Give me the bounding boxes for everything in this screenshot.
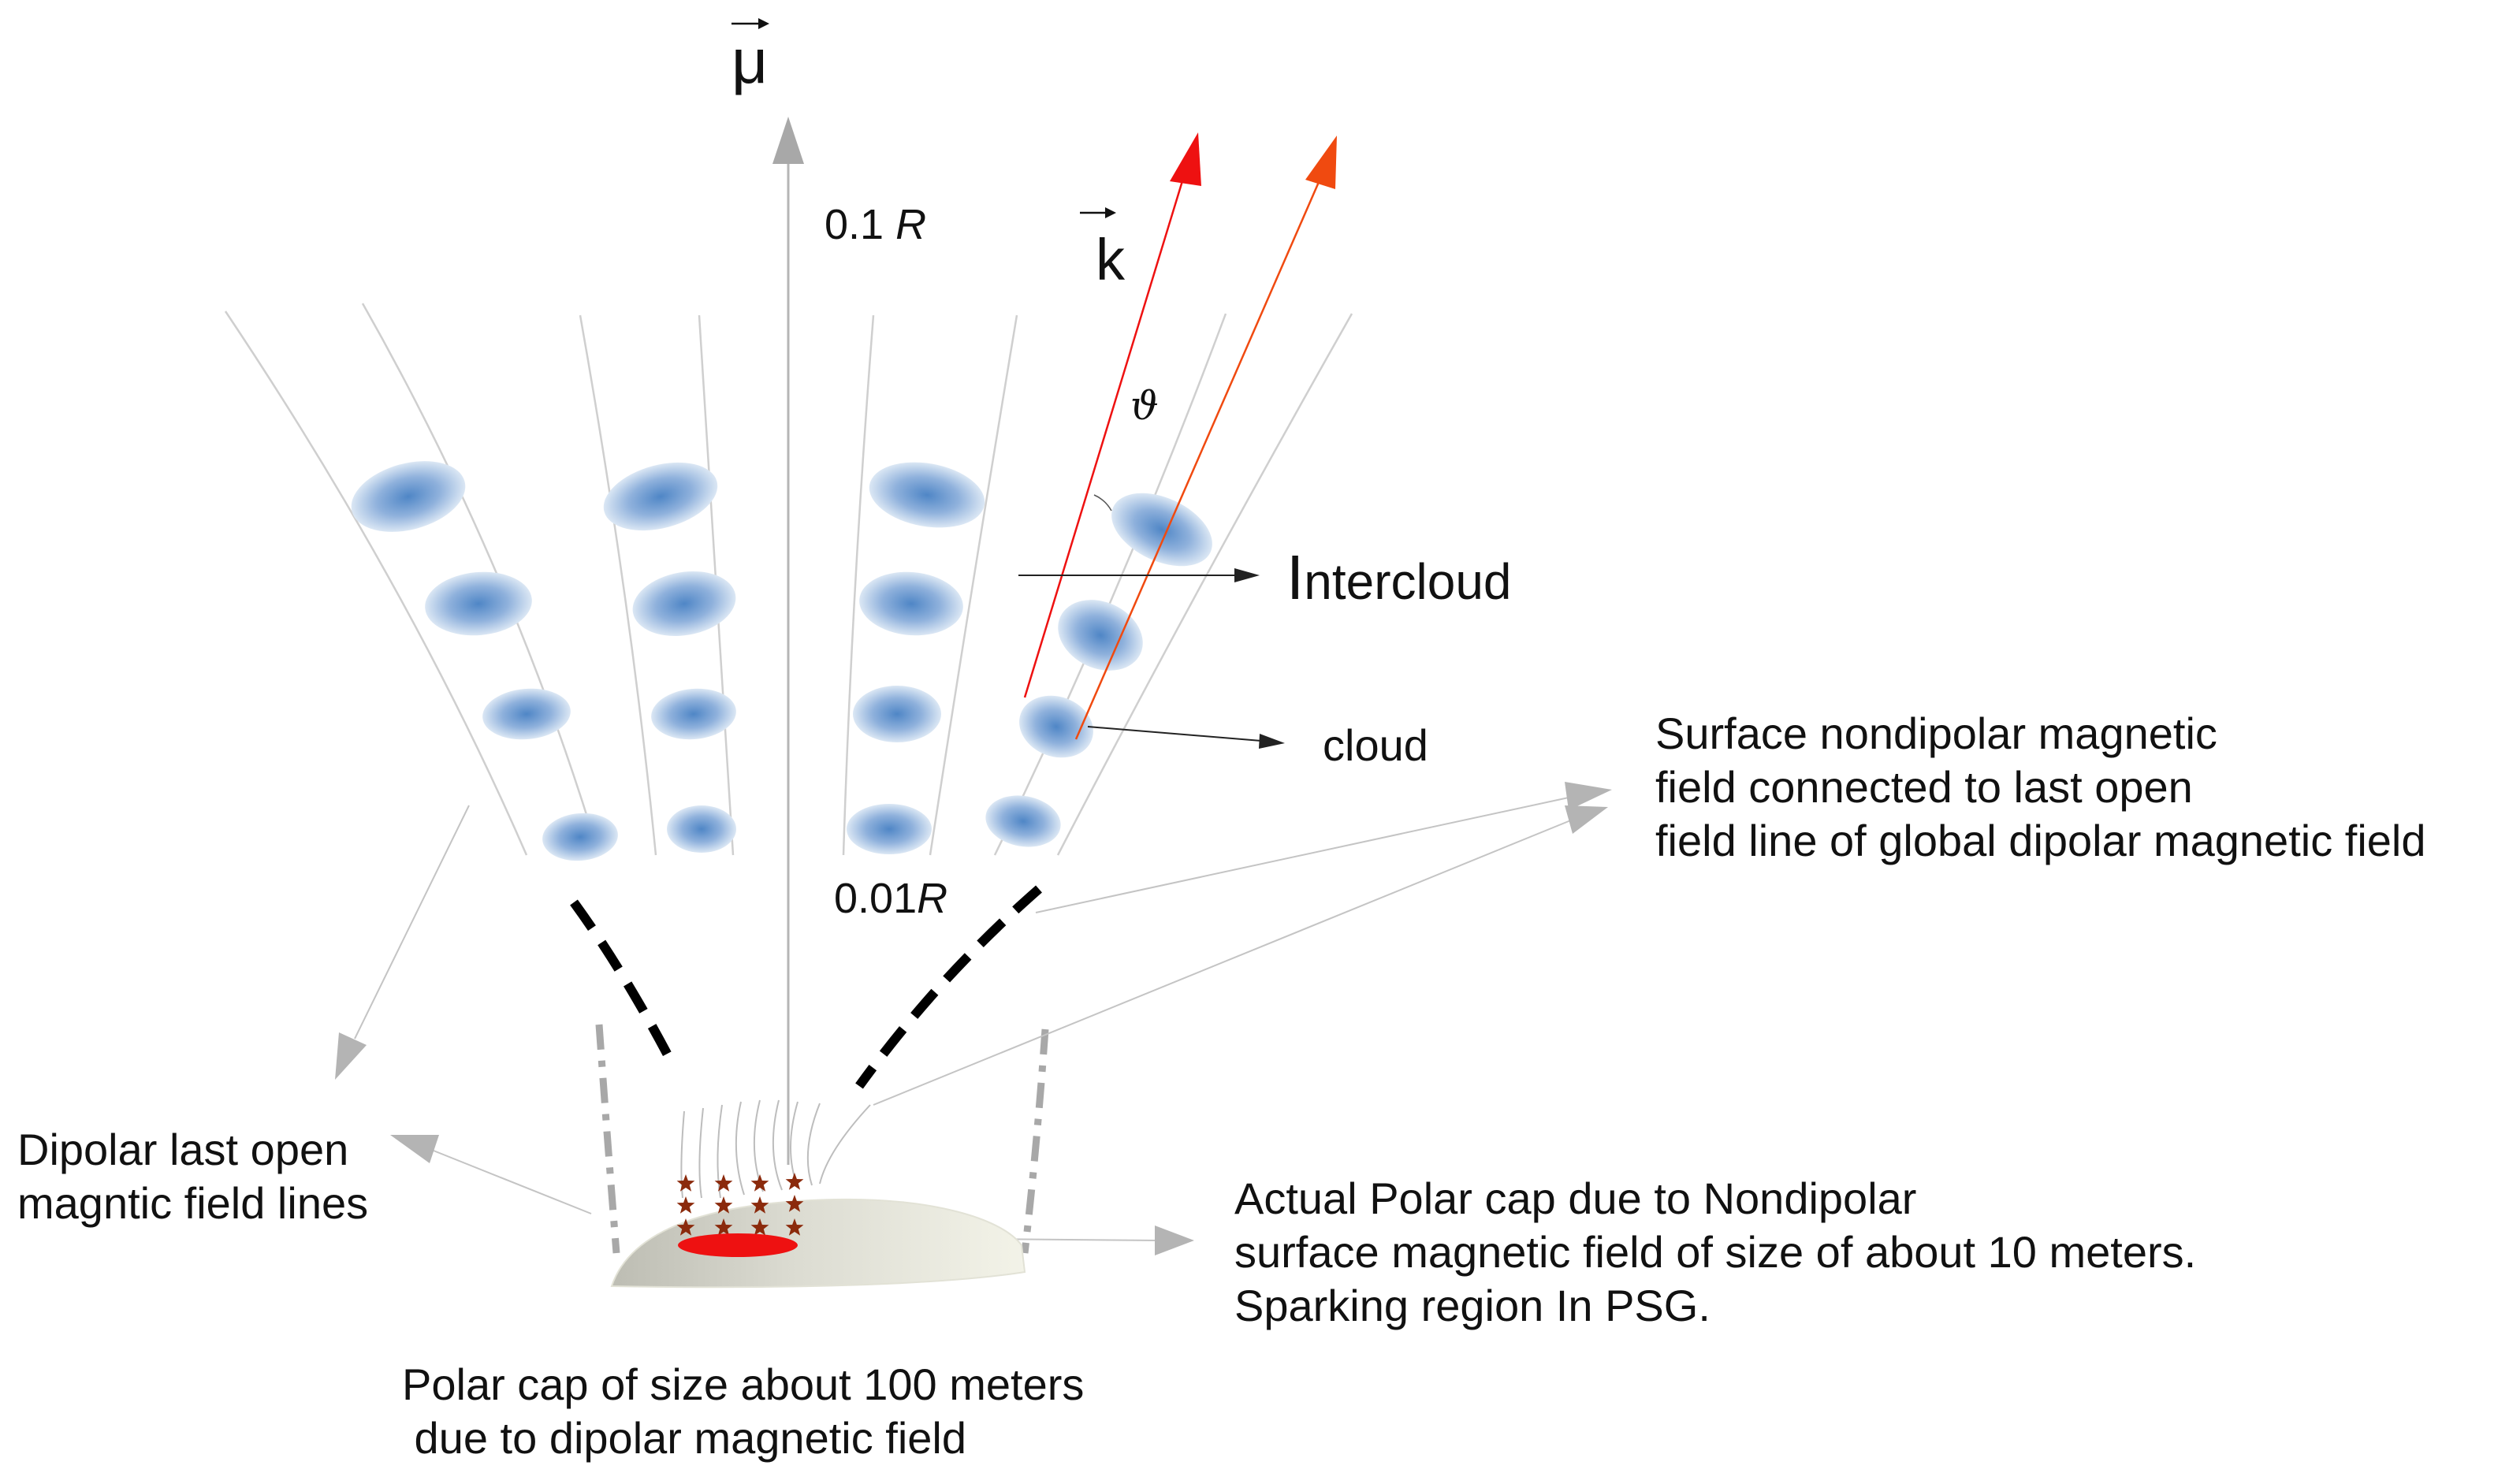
annotation-arrowheads bbox=[335, 782, 1612, 1255]
svg-text:surface magnetic field of size: surface magnetic field of size of about … bbox=[1234, 1227, 2196, 1277]
plasma-cloud bbox=[1019, 695, 1093, 758]
arrowhead-icon bbox=[772, 117, 804, 164]
surface-field-line bbox=[698, 1107, 704, 1199]
plasma-cloud bbox=[425, 571, 532, 636]
mu-label: μ bbox=[731, 18, 769, 96]
svg-text:field line of global dipolar m: field line of global dipolar magnetic fi… bbox=[1655, 816, 2425, 865]
svg-text:Polar cap of size about 100 me: Polar cap of size about 100 meters bbox=[402, 1359, 1084, 1409]
star-icon bbox=[676, 1218, 695, 1236]
intercloud-pointer bbox=[1018, 568, 1260, 582]
field-lines bbox=[224, 303, 1353, 856]
polar-cap-annotation: Polar cap of size about 100 meters due t… bbox=[402, 1359, 1084, 1463]
field-line bbox=[842, 314, 875, 856]
arrowhead-icon bbox=[1565, 805, 1608, 834]
svg-text:Actual Polar cap due to Nondip: Actual Polar cap due to Nondipolar bbox=[1234, 1173, 1916, 1223]
star-icon bbox=[714, 1218, 733, 1236]
plasma-cloud bbox=[351, 461, 466, 532]
mu-symbol: μ bbox=[731, 26, 768, 96]
svg-text:due to dipolar magnetic field: due to dipolar magnetic field bbox=[402, 1413, 966, 1463]
star-icon bbox=[785, 1173, 804, 1190]
surface-field-line bbox=[772, 1099, 783, 1191]
arrowhead-icon bbox=[758, 18, 769, 29]
field-line bbox=[993, 313, 1227, 856]
surface-field-line bbox=[819, 1104, 871, 1185]
wave-vectors bbox=[1023, 132, 1337, 740]
dipolar-annotation: Dipolar last open magntic field lines bbox=[17, 1125, 368, 1228]
surface-field-line bbox=[680, 1110, 685, 1199]
radius-label-low: 0.01R bbox=[834, 875, 947, 922]
surface-field-line bbox=[735, 1101, 745, 1196]
intercloud-label: Intercloud bbox=[1286, 542, 1512, 612]
star-icon bbox=[676, 1174, 695, 1192]
star-icon bbox=[785, 1195, 804, 1212]
plasma-cloud bbox=[1111, 493, 1212, 567]
arrowhead-icon bbox=[390, 1135, 439, 1163]
nondipolar-annotation: Surface nondipolar magnetic field connec… bbox=[1655, 709, 2425, 865]
plasma-cloud bbox=[542, 813, 618, 861]
field-line bbox=[929, 314, 1018, 856]
star-icon bbox=[714, 1174, 733, 1192]
arrowhead-icon bbox=[1170, 132, 1201, 186]
star-icon bbox=[750, 1174, 769, 1192]
radius-label-high: 0.1 R bbox=[825, 201, 926, 248]
plasma-cloud bbox=[632, 571, 736, 637]
star-icon bbox=[714, 1196, 733, 1214]
field-line bbox=[579, 314, 657, 856]
surface-field-line bbox=[806, 1103, 821, 1186]
plasma-cloud bbox=[869, 462, 985, 528]
mu-axis bbox=[772, 117, 804, 1165]
arrowhead-icon bbox=[335, 1032, 367, 1080]
star-icon bbox=[750, 1218, 769, 1236]
nondipolar-field-lines bbox=[570, 885, 1042, 1089]
plasma-cloud bbox=[1058, 600, 1143, 671]
arrowhead-icon bbox=[1234, 568, 1260, 582]
field-line bbox=[224, 311, 528, 856]
plasma-cloud bbox=[651, 688, 736, 740]
plasma-cloud bbox=[482, 688, 571, 740]
plasma-cloud bbox=[985, 795, 1061, 847]
spark-stars bbox=[676, 1173, 804, 1236]
svg-text:field connected to last open: field connected to last open bbox=[1655, 762, 2193, 812]
sparking-region bbox=[678, 1233, 798, 1257]
plasma-cloud bbox=[859, 571, 963, 636]
svg-text:Dipolar last open: Dipolar last open bbox=[17, 1125, 348, 1174]
k-symbol: k bbox=[1096, 227, 1126, 292]
nondipolar-surface-lines bbox=[680, 1099, 871, 1199]
theta-angle-label: ϑ bbox=[1130, 383, 1159, 429]
cloud-label: cloud bbox=[1323, 720, 1428, 770]
svg-text:Surface nondipolar magnetic: Surface nondipolar magnetic bbox=[1655, 709, 2217, 758]
arrowhead-icon bbox=[1565, 782, 1612, 810]
actual-polar-cap-annotation: Actual Polar cap due to Nondipolar surfa… bbox=[1234, 1173, 2196, 1330]
star-icon bbox=[676, 1196, 695, 1214]
arrowhead-icon bbox=[1155, 1226, 1194, 1255]
plasma-cloud bbox=[853, 686, 941, 742]
plasma-cloud bbox=[667, 805, 736, 853]
field-line bbox=[1056, 313, 1353, 856]
k-label: k bbox=[1080, 207, 1126, 292]
arrowhead-icon bbox=[1105, 207, 1116, 218]
plasma-clouds bbox=[351, 461, 1212, 861]
star-icon bbox=[750, 1196, 769, 1214]
polar-cap bbox=[610, 1198, 1026, 1289]
plasma-cloud bbox=[847, 804, 932, 854]
arrowhead-icon bbox=[1305, 136, 1337, 189]
svg-text:magntic field lines: magntic field lines bbox=[17, 1178, 368, 1228]
star-icon bbox=[785, 1218, 804, 1236]
arrowhead-icon bbox=[1259, 734, 1285, 749]
svg-text:Sparking region In PSG.: Sparking region In PSG. bbox=[1234, 1281, 1711, 1330]
plasma-cloud bbox=[603, 462, 718, 531]
dipolar-last-open-field-lines bbox=[595, 1024, 1049, 1254]
cloud-pointer bbox=[1087, 726, 1285, 749]
